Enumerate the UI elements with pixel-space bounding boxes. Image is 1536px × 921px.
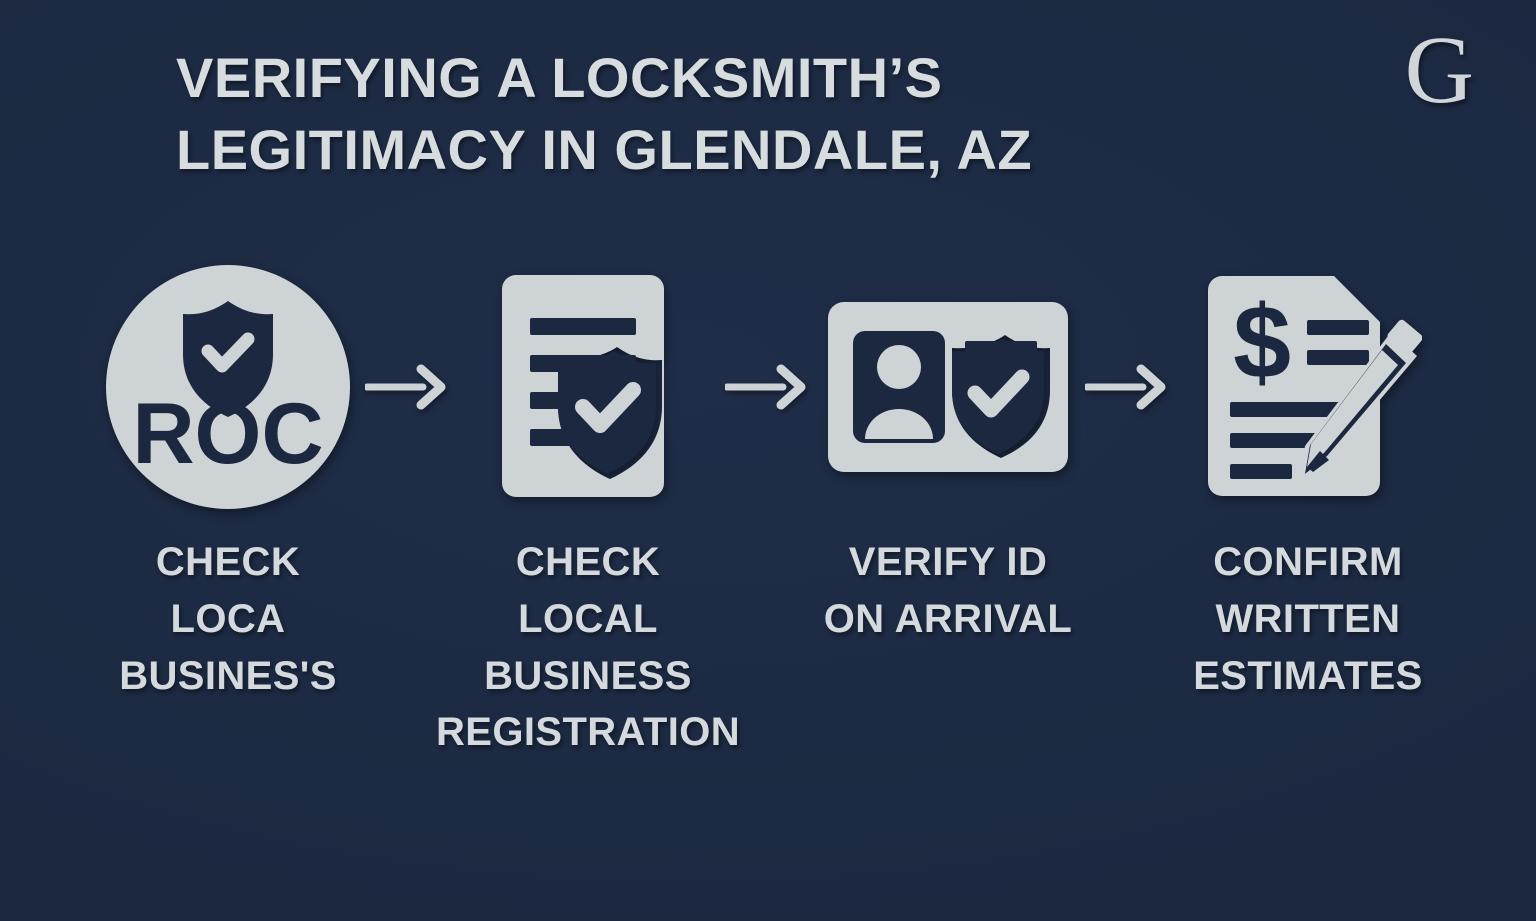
page-title: VERIFYING A LOCKSMITH’S LEGITIMACY IN GL… [176,42,1296,185]
flow-arrow-3 [1082,262,1174,512]
flow-step-2: CHECK LOCAL BUSINESS REGISTRATION [436,262,740,761]
flow-step-1-caption: CHECK LOCA BUSINES'S [119,534,337,704]
flow-step-2-caption: CHECK LOCAL BUSINESS REGISTRATION [436,534,740,761]
flow-step-4: $ CONFIRM WRITTEN ES [1174,262,1442,704]
flow-step-3-caption: VERIFY ID ON ARRIVAL [824,534,1072,648]
caption-line: LOCA [170,596,286,641]
caption-line: WRITTEN [1215,596,1401,641]
dollar-sign-icon: $ [1233,285,1291,401]
arrow-right-icon [1085,364,1166,410]
roc-wordmark: ROC [132,386,323,482]
flow-arrow-1 [362,262,454,512]
caption-line: ESTIMATES [1193,653,1423,698]
roc-badge-icon: ROC [103,262,353,512]
flow-step-4-caption: CONFIRM WRITTEN ESTIMATES [1193,534,1423,704]
flow-step-1: ROC CHECK LOCA BUSINES'S [94,262,362,704]
caption-line: CONFIRM [1213,540,1403,584]
written-estimate-icon: $ [1183,262,1433,512]
caption-line: REGISTRATION [435,710,741,755]
arrow-right-icon [725,364,806,410]
page-title-line-2: LEGITIMACY IN GLENDALE, AZ [176,117,1033,181]
caption-line: BUSINES'S [119,653,337,698]
pencil-icon [1299,319,1422,484]
caption-line: ON ARRIVAL [823,596,1073,641]
caption-line: LOCAL [518,596,658,641]
caption-line: VERIFY ID [848,540,1048,584]
process-flow: ROC CHECK LOCA BUSINES'S [0,262,1536,761]
caption-line: CHECK [155,540,301,584]
caption-line: BUSINESS [484,653,692,698]
flow-step-3: VERIFY ID ON ARRIVAL [814,262,1082,648]
caption-line: CHECK [515,540,661,584]
document-verified-icon [463,262,713,512]
id-card-verified-icon [823,262,1073,512]
page-title-line-1: VERIFYING A LOCKSMITH’S [176,46,943,109]
brand-logo-g: G [1404,16,1474,123]
flow-arrow-2 [722,262,814,512]
arrow-right-icon [365,364,446,410]
